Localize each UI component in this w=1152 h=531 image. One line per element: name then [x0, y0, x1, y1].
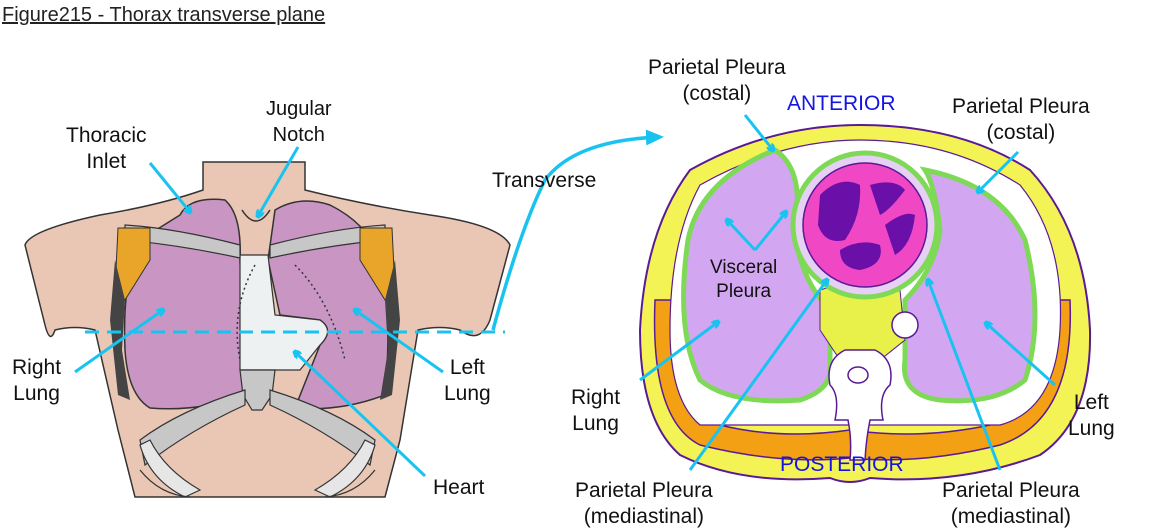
right-arrows: [639, 114, 1057, 471]
jugular-notch-shape: [241, 209, 271, 222]
arrow-mediastinal-right: [928, 280, 1002, 471]
label-parietal-mediastinal-left: Parietal Pleura (mediastinal): [575, 479, 713, 528]
label-parietal-mediastinal-right: Parietal Pleura (mediastinal): [942, 479, 1080, 528]
label-transverse: Transverse: [492, 169, 597, 192]
label-parietal-costal-right: Parietal Pleura (costal): [952, 95, 1090, 144]
heart-outline-dotted: [236, 264, 346, 361]
anterior-chest-figure: [24, 161, 511, 498]
left-ribcage-side: [380, 260, 400, 400]
label-jugular-notch: Jugular Notch: [266, 98, 332, 146]
transverse-section-figure: [638, 123, 1092, 483]
arrow-jugular-notch: [258, 146, 300, 216]
arrow-left-lung: [355, 310, 444, 374]
clavicle-right: [124, 224, 241, 259]
label-left-lung: Left Lung: [444, 356, 491, 405]
arrow-mediastinal-left: [688, 280, 827, 471]
transverse-connector-arrow: [491, 129, 664, 331]
right-ribcage-side: [110, 260, 130, 400]
label-thoracic-inlet: Thoracic Inlet: [66, 124, 147, 173]
label-left-lung-section: Left Lung: [1068, 391, 1115, 440]
arrow-visceral-2: [753, 212, 786, 251]
label-visceral-pleura: Visceral Pleura: [710, 257, 778, 302]
spinal-canal: [847, 366, 869, 384]
heart-chambers: [818, 181, 915, 270]
label-right-lung: Right Lung: [12, 356, 62, 405]
arrow-thoracic-inlet: [148, 162, 190, 212]
arrow-visceral-1: [727, 220, 757, 252]
clavicle-left: [269, 224, 386, 259]
label-posterior: POSTERIOR: [780, 453, 904, 476]
label-anterior: ANTERIOR: [787, 92, 896, 115]
arrow-costal-right: [978, 150, 1020, 192]
label-heart: Heart: [433, 476, 485, 499]
aorta: [891, 311, 919, 339]
vertebra: [828, 349, 892, 461]
label-parietal-costal-left: Parietal Pleura (costal): [648, 56, 786, 105]
arrow-left-lung-section: [986, 323, 1057, 387]
left-lung-section: [901, 166, 1038, 404]
figure-title: Figure215 - Thorax transverse plane: [2, 4, 326, 26]
back-muscle-layer: [653, 299, 1072, 461]
label-right-lung-section: Right Lung: [571, 386, 621, 435]
arrow-right-lung: [74, 310, 163, 374]
lower-ribs: [139, 389, 376, 498]
arrow-heart: [295, 352, 427, 478]
arrow-right-lung-section: [639, 322, 718, 382]
left-arrows: [74, 146, 444, 478]
arrow-costal-left: [743, 114, 773, 150]
